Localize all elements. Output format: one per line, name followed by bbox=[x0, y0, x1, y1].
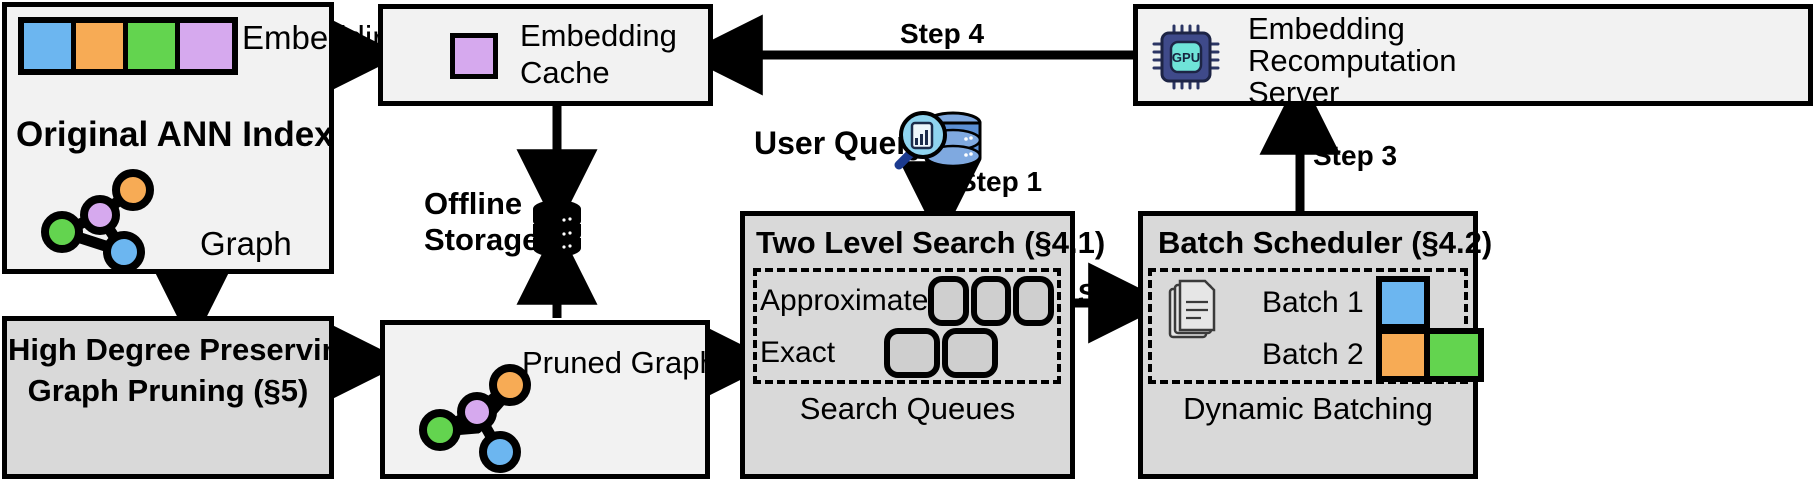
embedding-cell-purple bbox=[180, 23, 232, 69]
exact-label: Exact bbox=[760, 336, 836, 369]
embedding-cache-box[interactable] bbox=[378, 4, 713, 106]
embedding-cell-orange bbox=[76, 23, 128, 69]
batch-scheduler-title: Batch Scheduler (§4.2) bbox=[1158, 225, 1493, 260]
two-level-search-title: Two Level Search (§4.1) bbox=[756, 225, 1106, 260]
search-queues-dashed-region bbox=[753, 268, 1061, 384]
batch-1-square-blue[interactable] bbox=[1375, 276, 1430, 330]
batch-2-row: Batch 2 bbox=[1262, 328, 1484, 382]
step-1-label: Step 1 bbox=[958, 166, 1043, 197]
exact-queue-slot[interactable] bbox=[942, 328, 998, 378]
embedding-cell-blue bbox=[24, 23, 76, 69]
batch-2-label: Batch 2 bbox=[1262, 338, 1364, 371]
dynamic-batching-footer: Dynamic Batching bbox=[1183, 391, 1433, 426]
recomputation-server-line3: Server bbox=[1248, 75, 1340, 110]
approximate-queue-row: Approximate bbox=[760, 275, 1056, 327]
step-4-label: Step 4 bbox=[900, 18, 985, 49]
original-ann-index-title: Original ANN Index bbox=[16, 115, 334, 154]
approximate-queue-slot[interactable] bbox=[1013, 276, 1055, 326]
recomputation-server-line2: Recomputation bbox=[1248, 43, 1457, 78]
embedding-cell-green bbox=[128, 23, 180, 69]
approximate-queue-slot[interactable] bbox=[970, 276, 1012, 326]
graph-pruning-box[interactable] bbox=[2, 316, 334, 479]
recomputation-server-box[interactable] bbox=[1133, 4, 1813, 106]
dynamic-batching-dashed-region bbox=[1148, 268, 1468, 384]
batch-2-square-orange[interactable] bbox=[1375, 328, 1430, 382]
embedding-vector-strip bbox=[18, 17, 238, 75]
batch-2-square-green[interactable] bbox=[1429, 328, 1484, 382]
exact-queue-slot[interactable] bbox=[884, 328, 940, 378]
graph-pruning-line1: High Degree Preserving bbox=[8, 332, 360, 367]
step-3-label: Step 3 bbox=[1313, 140, 1398, 171]
batch-1-label: Batch 1 bbox=[1262, 286, 1364, 319]
pruned-graph-label: Pruned Graph bbox=[522, 345, 717, 380]
embedding-cache-purple-square-icon bbox=[450, 33, 498, 79]
graph-label: Graph bbox=[200, 225, 292, 262]
graph-pruning-line2: Graph Pruning (§5) bbox=[27, 373, 309, 408]
embedding-cache-line1: Embedding bbox=[520, 18, 677, 53]
search-queues-footer: Search Queues bbox=[799, 391, 1016, 426]
approximate-queue-slot[interactable] bbox=[928, 276, 969, 326]
exact-queue-row: Exact bbox=[760, 327, 1056, 379]
offline-storage-line2: Storage bbox=[424, 222, 540, 257]
batch-1-row: Batch 1 bbox=[1262, 276, 1430, 330]
pruned-graph-box[interactable] bbox=[380, 320, 710, 479]
recomputation-server-line1: Embedding bbox=[1248, 11, 1405, 46]
user-query-label: User Query bbox=[754, 125, 927, 161]
offline-storage-line1: Offline bbox=[424, 186, 523, 221]
embedding-cache-line2: Cache bbox=[520, 55, 610, 90]
approximate-label: Approximate bbox=[760, 284, 929, 317]
